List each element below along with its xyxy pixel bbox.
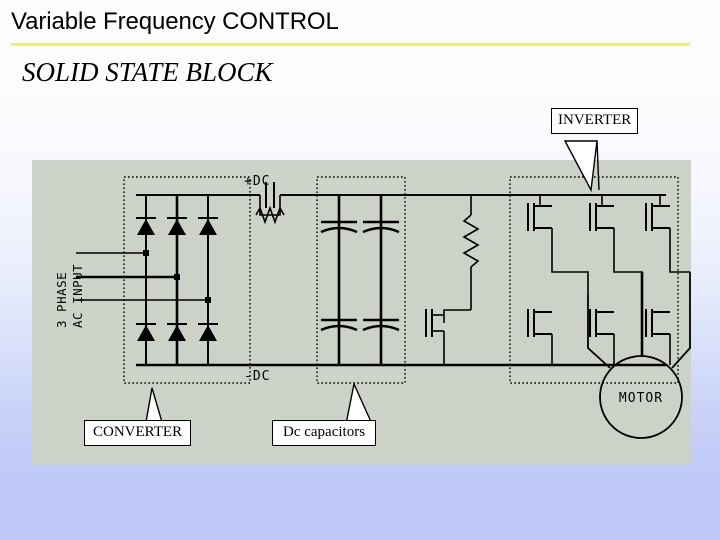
snubber-resistor (255, 205, 285, 225)
motor-symbol (599, 355, 683, 439)
capacitor-b-lower (362, 318, 400, 332)
page-title: Variable Frequency CONTROL (11, 8, 339, 35)
capacitor-a-lower (320, 318, 358, 332)
diode-upper-1 (135, 217, 157, 236)
motor-phase-u (587, 295, 611, 369)
diode-lower-2 (166, 323, 188, 342)
capacitor-a-upper (320, 220, 358, 234)
dc-minus-label: -DC (244, 369, 270, 384)
inverter-igbt-2-upper (589, 202, 615, 232)
callout-inverter-tail (563, 140, 600, 193)
title-divider (11, 43, 690, 46)
inverter-leg1-mid (551, 228, 589, 295)
inverter-leg3-mid (669, 228, 690, 273)
circuit-schematic: +DC -DC 3 PHASE AC INPUT (54, 174, 691, 439)
inverter-igbt-1-lower (527, 308, 553, 338)
dc-plus-label: +DC (244, 174, 270, 189)
motor-phase-w (671, 272, 691, 369)
ac-node-1 (143, 250, 149, 256)
inverter-leg3-top-lead (659, 195, 666, 207)
ac-input-label: 3 PHASE (54, 272, 69, 328)
inverter-igbt-3-upper (645, 202, 671, 232)
callout-inverter-label: INVERTER (551, 108, 639, 134)
converter-boundary (123, 176, 251, 384)
braking-igbt (425, 309, 444, 337)
brake-igbt-lead (443, 309, 471, 323)
snubber-capacitor (265, 182, 275, 208)
callout-converter-label: CONVERTER (84, 420, 192, 446)
inverter-igbt-1-upper (527, 202, 553, 232)
inverter-igbt-3-lower (645, 308, 671, 338)
dc-capacitor-boundary (316, 176, 406, 384)
ac-input-label-2: AC INPUT (70, 264, 85, 328)
capacitor-b-upper (362, 220, 400, 234)
inverter-leg2-mid (613, 228, 643, 295)
callout-dc-capacitors-label: Dc capacitors (272, 420, 377, 446)
ac-node-3 (205, 297, 211, 303)
diode-lower-3 (197, 323, 219, 342)
ac-node-2 (174, 274, 180, 280)
page-subtitle: SOLID STATE BLOCK (22, 57, 273, 87)
snubber-loop (259, 195, 281, 216)
braking-resistor (462, 214, 480, 268)
inverter-leg2-top-lead (601, 195, 614, 207)
inverter-leg1-top-lead (539, 195, 552, 207)
diode-upper-3 (197, 217, 219, 236)
inverter-boundary (509, 176, 679, 384)
diode-lower-1 (135, 323, 157, 342)
diode-upper-2 (166, 217, 188, 236)
inverter-igbt-2-lower (589, 308, 615, 338)
motor-label: MOTOR (619, 391, 663, 406)
